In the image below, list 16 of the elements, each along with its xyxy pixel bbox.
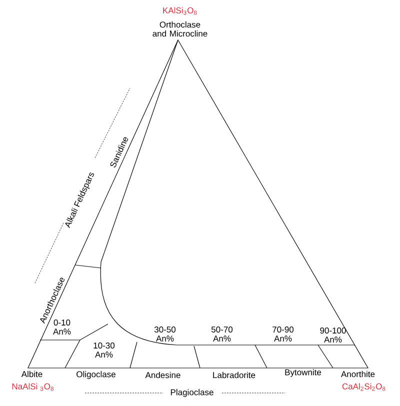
formula-label: NaAlSi $_{3}$O$_{8}$ (12, 383, 54, 391)
composition-label: 30-50 An% (154, 326, 176, 342)
mineral-label: Anorthite (341, 370, 375, 378)
mineral-label: Andesine (145, 372, 180, 378)
mineral-label: Bytownite (285, 369, 322, 377)
composition-label: 90-100 An% (320, 328, 346, 342)
composition-label: 70-90 An% (272, 326, 294, 342)
mineral-label: Oligoclase (76, 371, 116, 379)
formula-label: KAlSi$_{3}$O$_{8}$ (163, 7, 197, 15)
composition-label: 10-30 An% (94, 342, 115, 358)
mineral-label: Orthoclase and Microcline (152, 21, 208, 37)
group-label: Plagioclase (170, 389, 214, 397)
formula-label: CaAl$_{2}$Si$_{2}$O$_{8}$ (342, 383, 386, 391)
mineral-label: Albite (21, 370, 42, 378)
mineral-label: Labradorite (213, 372, 256, 378)
composition-label: 50-70 An% (211, 326, 233, 342)
